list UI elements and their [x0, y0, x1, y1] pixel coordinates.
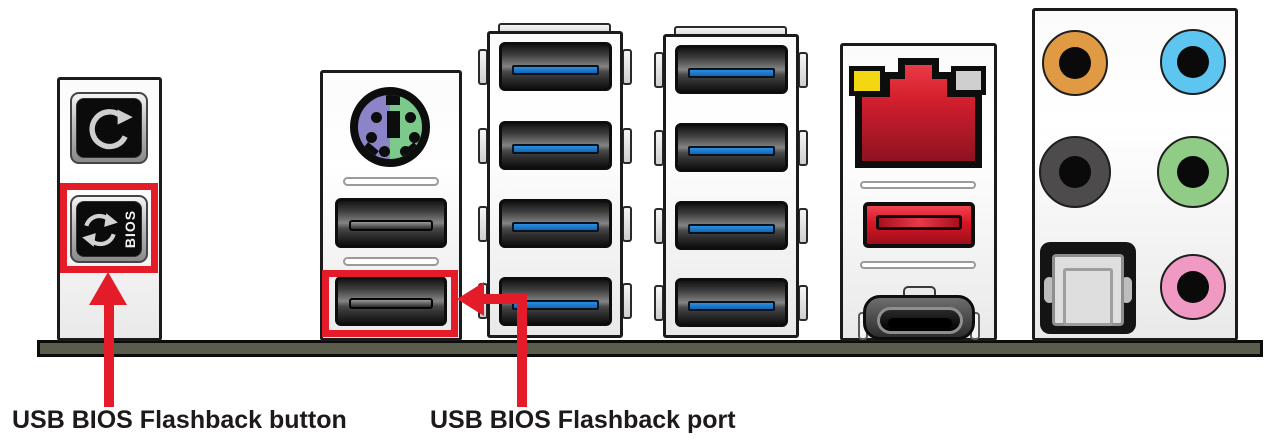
divider-pill — [343, 177, 439, 186]
usb3-port — [499, 121, 612, 170]
optical-peg — [1044, 277, 1055, 303]
arrow-shaft — [517, 297, 527, 407]
shield-tab — [622, 49, 632, 85]
clr-cmos-button — [76, 98, 142, 158]
shield-tab — [798, 52, 808, 88]
arrow-to-flashback-button — [89, 272, 127, 305]
audio-jack-lightblue — [1160, 29, 1226, 95]
audio-jack-orange — [1042, 30, 1108, 96]
optical-peg — [1121, 277, 1132, 303]
usb3-port — [499, 42, 612, 91]
usb3-port — [675, 123, 788, 172]
divider-pill — [343, 257, 439, 266]
shield-tab — [798, 130, 808, 166]
usb2-port — [335, 198, 447, 248]
shield-tab — [798, 208, 808, 244]
audio-jack-pink — [1160, 254, 1226, 320]
divider-pill — [860, 261, 976, 269]
optical-door-inner — [1063, 268, 1113, 326]
arrow-to-flashback-port — [457, 282, 484, 316]
ps2-combo-port — [350, 87, 430, 167]
shield-tab — [798, 285, 808, 321]
usb-bios-flashback-port — [335, 276, 447, 326]
flashback-port-caption: USB BIOS Flashback port — [430, 406, 736, 434]
arrow-shaft — [104, 302, 114, 407]
usb-type-c-slot — [877, 307, 963, 334]
usb31-red-port — [863, 202, 975, 248]
clockwise-circular-arrow-icon — [89, 109, 133, 150]
shield-tab — [622, 283, 632, 319]
flashback-button-caption: USB BIOS Flashback button — [12, 406, 347, 434]
refresh-arrows-icon — [82, 213, 118, 247]
lan-led-yellow — [849, 66, 885, 96]
motherboard-edge-bar — [37, 340, 1263, 357]
shield-tab — [622, 128, 632, 164]
usb3-port — [675, 278, 788, 327]
usb3-port — [675, 45, 788, 94]
divider-pill — [860, 181, 976, 189]
usb3-port — [675, 201, 788, 250]
audio-jack-black — [1039, 136, 1111, 208]
shield-tab — [622, 206, 632, 242]
usb3-port — [499, 199, 612, 248]
flashback-port-highlight — [322, 270, 458, 337]
arrow-shaft — [481, 294, 527, 304]
lan-led-gray — [951, 66, 986, 95]
flashback-button-highlight — [60, 183, 158, 273]
audio-jack-green — [1157, 136, 1229, 208]
bios-flashback-button: BIOS — [76, 201, 142, 257]
